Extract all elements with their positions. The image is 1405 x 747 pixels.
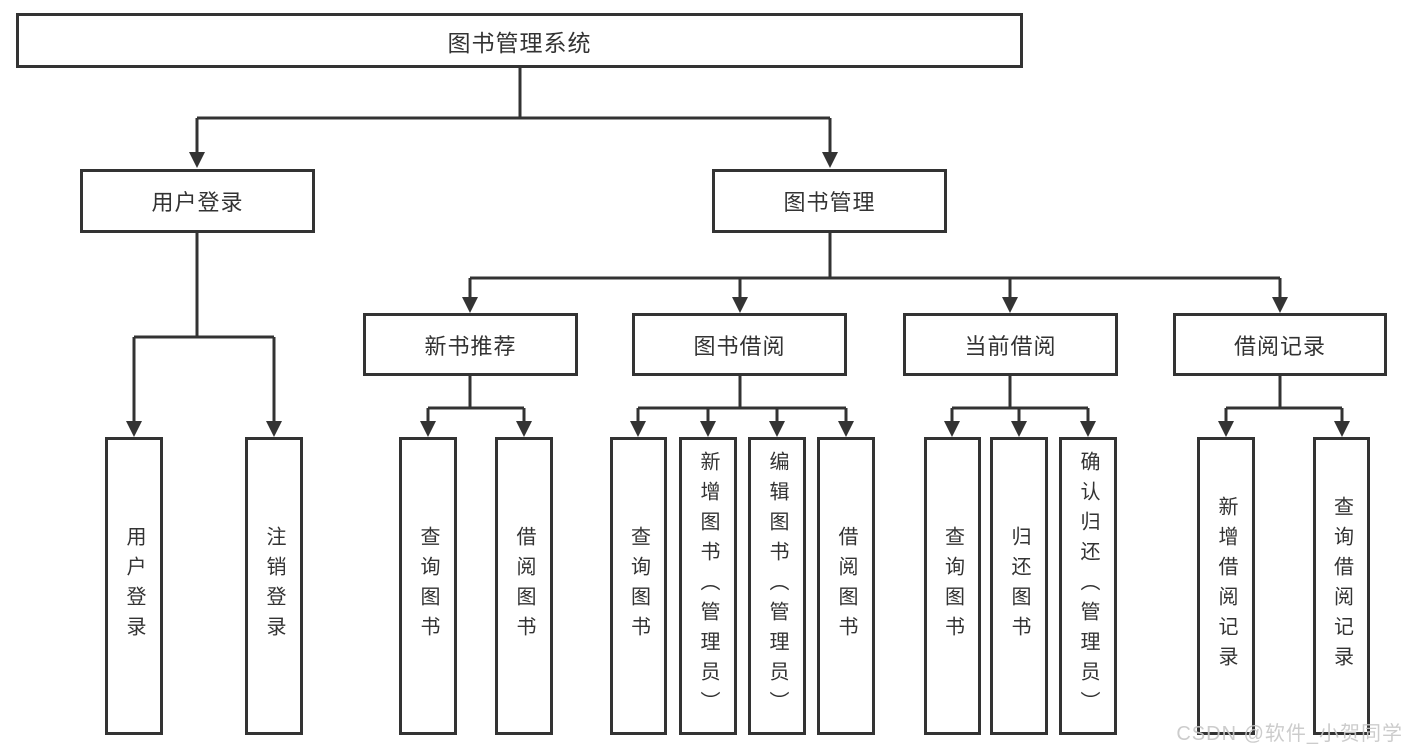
- leaf-return-book: 归还图书: [990, 437, 1048, 735]
- connector-lines: [132, 68, 1344, 422]
- node-root-label: 图书管理系统: [447, 29, 592, 56]
- leaf-query-book-recommend-label: 查询图书: [417, 526, 439, 646]
- node-book-borrow: 图书借阅: [632, 313, 847, 376]
- node-new-book-recommend: 新书推荐: [363, 313, 578, 376]
- leaf-query-book-recommend: 查询图书: [399, 437, 457, 735]
- leaf-logout-action: 注销登录: [245, 437, 303, 735]
- leaf-add-borrow-record-label: 新增借阅记录: [1215, 496, 1237, 676]
- leaf-edit-book-admin-label: 编辑图书（管理员）: [766, 451, 788, 721]
- leaf-confirm-return-admin: 确认归还（管理员）: [1059, 437, 1117, 735]
- node-book-management-label: 图书管理: [783, 190, 876, 215]
- leaf-query-book-current-label: 查询图书: [941, 526, 964, 646]
- leaf-query-book-borrow: 查询图书: [610, 437, 667, 735]
- node-user-login-label: 用户登录: [151, 190, 244, 215]
- node-borrow-record-label: 借阅记录: [1233, 333, 1326, 359]
- leaf-borrow-book-action: 借阅图书: [817, 437, 875, 735]
- csdn-watermark: CSDN @软件_小贺同学: [1176, 723, 1403, 745]
- node-root: 图书管理系统: [16, 13, 1023, 68]
- leaf-confirm-return-admin-label: 确认归还（管理员）: [1077, 451, 1099, 721]
- node-user-login: 用户登录: [80, 169, 315, 233]
- leaf-logout-action-label: 注销登录: [263, 526, 285, 646]
- leaf-borrow-book-recommend: 借阅图书: [495, 437, 553, 735]
- node-book-management: 图书管理: [712, 169, 947, 233]
- node-borrow-record: 借阅记录: [1173, 313, 1387, 376]
- leaf-add-book-admin-label: 新增图书（管理员）: [697, 451, 719, 721]
- node-current-borrow-label: 当前借阅: [964, 333, 1057, 359]
- leaf-borrow-book-action-label: 借阅图书: [835, 526, 857, 646]
- leaf-user-login-action: 用户登录: [105, 437, 163, 735]
- node-current-borrow: 当前借阅: [903, 313, 1118, 376]
- leaf-user-login-action-label: 用户登录: [123, 526, 145, 646]
- node-new-book-recommend-label: 新书推荐: [424, 333, 517, 359]
- leaf-query-borrow-record-label: 查询借阅记录: [1330, 496, 1353, 676]
- leaf-query-book-borrow-label: 查询图书: [627, 526, 650, 646]
- leaf-borrow-book-recommend-label: 借阅图书: [513, 526, 535, 646]
- leaf-edit-book-admin: 编辑图书（管理员）: [748, 437, 806, 735]
- leaf-query-borrow-record: 查询借阅记录: [1313, 437, 1370, 735]
- leaf-add-borrow-record: 新增借阅记录: [1197, 437, 1255, 735]
- node-book-borrow-label: 图书借阅: [693, 333, 786, 359]
- leaf-add-book-admin: 新增图书（管理员）: [679, 437, 737, 735]
- leaf-query-book-current: 查询图书: [924, 437, 981, 735]
- leaf-return-book-label: 归还图书: [1008, 526, 1030, 646]
